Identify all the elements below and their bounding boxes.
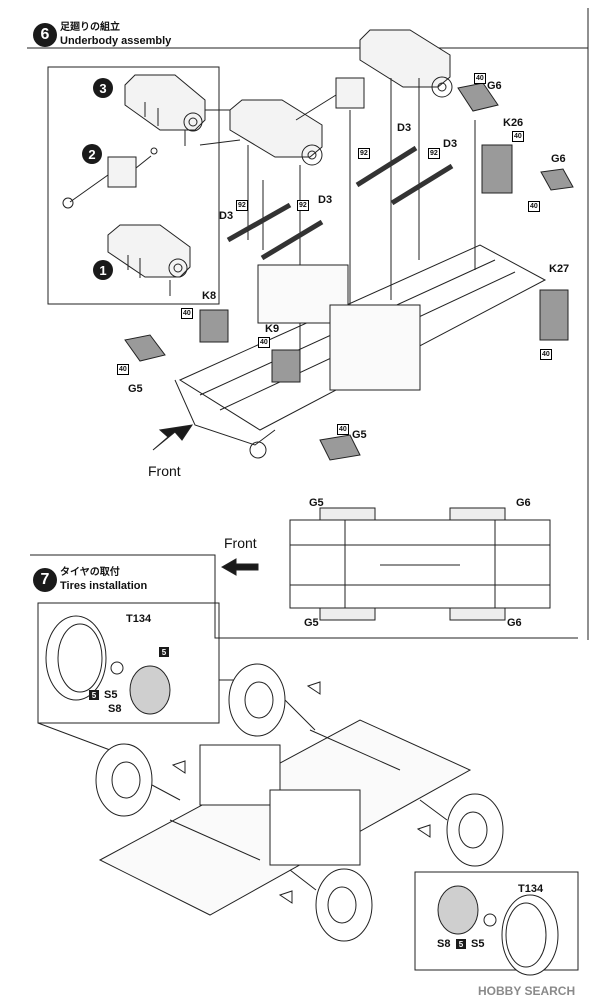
- callout-right-s5-label: S5: [471, 938, 485, 950]
- part-label-g5-bottom: G5: [352, 429, 367, 441]
- plate-number-g5-left: 40: [117, 364, 129, 375]
- plate-number-k27: 40: [540, 349, 552, 360]
- step-6-badge: 6: [33, 23, 57, 47]
- part-label-d3-c: D3: [219, 210, 234, 222]
- topview-label-g6-bottom: G6: [507, 617, 522, 629]
- step-6-title-jp: 足廻りの組立: [60, 22, 120, 33]
- callout-right-tire-label: T134: [518, 883, 544, 895]
- part-label-g6-right: G6: [551, 153, 566, 165]
- callout-left-s5-label: S5: [104, 689, 118, 701]
- plate-number-k9: 40: [258, 337, 270, 348]
- part-label-d3-a: D3: [397, 122, 412, 134]
- callout-right-plate-5: 5: [456, 939, 466, 949]
- plate-number-k26: 40: [512, 131, 524, 142]
- part-label-g6-top: G6: [487, 80, 502, 92]
- topview-label-g6-top: G6: [516, 497, 531, 509]
- callout-left-plate-5: 5: [159, 647, 169, 657]
- plate-number-d3-a: 92: [358, 148, 370, 159]
- callout-left-s5-plate-5: 5: [89, 690, 99, 700]
- topview-label-g5-bottom: G5: [304, 617, 319, 629]
- plate-number-g6-right: 40: [528, 201, 540, 212]
- part-label-k8: K8: [202, 290, 217, 302]
- callout-left-s8-label: S8: [108, 703, 122, 715]
- step-7-badge: 7: [33, 568, 57, 592]
- plate-number-k8: 40: [181, 308, 193, 319]
- front-label-step6: Front: [148, 463, 181, 479]
- callout-right-s8-label: S8: [437, 938, 451, 950]
- part-label-d3-b: D3: [443, 138, 458, 150]
- sub-step-1-badge: 1: [93, 260, 113, 280]
- watermark: HOBBY SEARCH: [478, 984, 576, 998]
- callout-left-tire-label: T134: [126, 613, 152, 625]
- part-label-k9: K9: [265, 323, 280, 335]
- plate-number-d3-c: 92: [236, 200, 248, 211]
- plate-number-g5-bottom: 40: [337, 424, 349, 435]
- part-label-k27: K27: [549, 263, 570, 275]
- step-7-title-jp: タイヤの取付: [60, 567, 120, 578]
- sub-step-2-badge: 2: [82, 144, 102, 164]
- plate-number-d3-b: 92: [428, 148, 440, 159]
- part-label-k26: K26: [503, 117, 524, 129]
- plate-number-d3-d: 92: [297, 200, 309, 211]
- part-label-g5-left: G5: [128, 383, 143, 395]
- sub-step-3-badge: 3: [93, 78, 113, 98]
- step-7-title-en: Tires installation: [60, 580, 148, 592]
- step-6-title-en: Underbody assembly: [60, 35, 172, 47]
- part-label-d3-d: D3: [318, 194, 333, 206]
- plate-number-g6-top: 40: [474, 73, 486, 84]
- front-label-topview: Front: [224, 535, 257, 551]
- topview-label-g5-top: G5: [309, 497, 324, 509]
